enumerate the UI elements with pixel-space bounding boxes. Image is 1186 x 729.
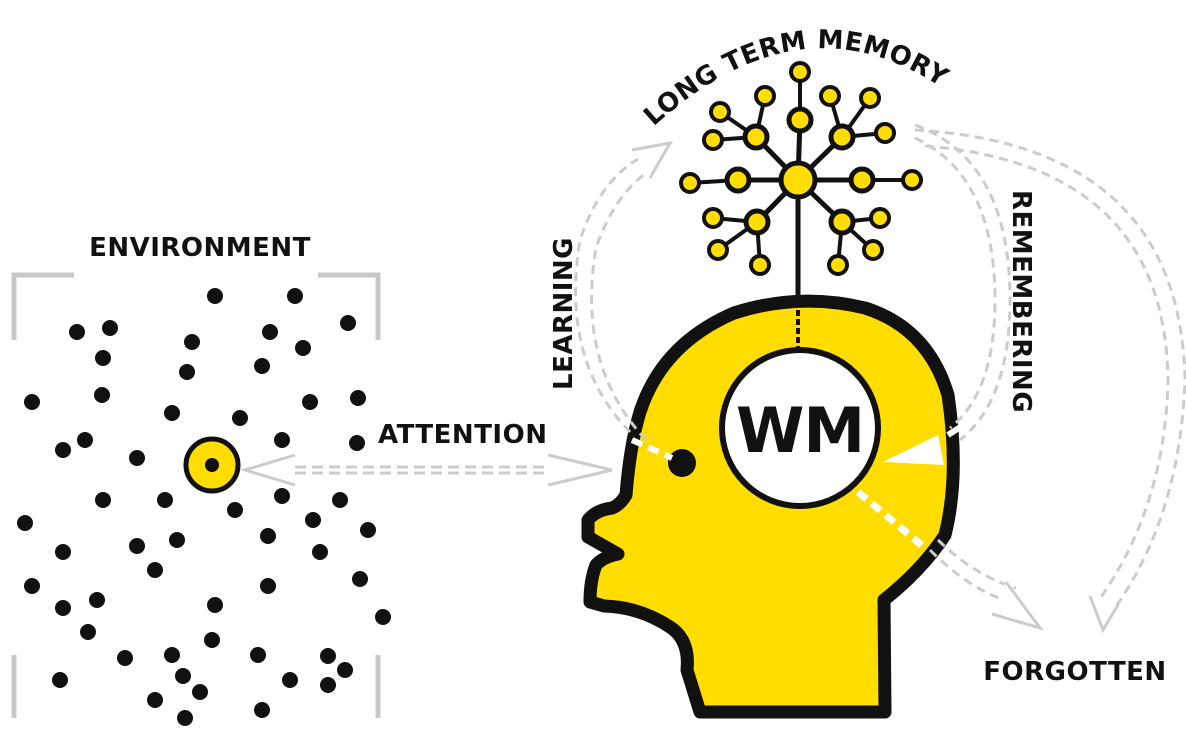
environment-dot — [254, 358, 270, 374]
remember-entry-dash — [946, 423, 964, 438]
recall-wedge — [883, 435, 944, 465]
environment-dot — [179, 364, 195, 380]
environment-dot — [55, 544, 71, 560]
environment-dot — [332, 492, 348, 508]
environment-dot — [232, 410, 248, 426]
environment-dot — [207, 597, 223, 613]
environment-dot — [24, 394, 40, 410]
environment-dot — [17, 515, 33, 531]
environment-dot — [349, 435, 365, 451]
environment-dots — [17, 288, 391, 726]
environment-dot — [350, 390, 366, 406]
learning-arrow — [574, 140, 673, 442]
environment-dot — [250, 647, 266, 663]
environment-dot — [320, 677, 336, 693]
environment-dot — [274, 488, 290, 504]
remembering-label: REMEMBERING — [1006, 190, 1036, 413]
environment-dot — [207, 288, 223, 304]
environment-dot — [157, 492, 173, 508]
environment-dot — [274, 432, 290, 448]
working-memory-circle — [719, 347, 881, 509]
environment-dot — [227, 502, 243, 518]
environment-dot — [129, 450, 145, 466]
environment-dot — [147, 562, 163, 578]
environment-dot — [169, 532, 185, 548]
environment-dot — [77, 432, 93, 448]
environment-dot — [147, 692, 163, 708]
environment-dot — [117, 650, 133, 666]
environment-dot — [55, 442, 71, 458]
environment-dot — [55, 600, 71, 616]
attention-entry-dash — [630, 437, 674, 461]
environment-dot — [352, 571, 368, 587]
environment-label: ENVIRONMENT — [89, 233, 311, 263]
environment-dot — [80, 624, 96, 640]
environment-dot — [320, 648, 336, 664]
environment-dot — [24, 578, 40, 594]
environment-dot — [287, 288, 303, 304]
environment-dot — [89, 592, 105, 608]
environment-dot — [340, 315, 356, 331]
attention-label: ATTENTION — [378, 420, 547, 450]
forgotten-label: FORGOTTEN — [983, 657, 1166, 687]
environment-dot — [260, 528, 276, 544]
environment-dot — [164, 405, 180, 421]
environment-dot — [95, 492, 111, 508]
learning-label: LEARNING — [549, 237, 579, 390]
environment-dot — [52, 672, 68, 688]
environment-dot — [302, 394, 318, 410]
environment-dot — [375, 609, 391, 625]
environment-dot — [95, 350, 111, 366]
neuron-tree-icon — [679, 61, 923, 295]
environment-dot — [102, 320, 118, 336]
environment-dot — [192, 684, 208, 700]
environment-dot — [175, 668, 191, 684]
environment-dot — [312, 544, 328, 560]
environment-dot — [360, 522, 376, 538]
attention-arrow — [239, 453, 613, 487]
environment-frame — [11, 272, 381, 718]
environment-dot — [305, 512, 321, 528]
environment-dot — [184, 334, 200, 350]
focused-dot-icon — [183, 436, 241, 494]
environment-dot — [295, 340, 311, 356]
environment-dot — [204, 632, 220, 648]
forgetting-arc-arrow — [914, 128, 1186, 634]
remembering-arrow — [914, 123, 1012, 442]
environment-dot — [94, 387, 110, 403]
environment-dot — [262, 324, 278, 340]
environment-dot — [254, 702, 270, 718]
decay-arrow — [928, 538, 1044, 631]
environment-dot — [129, 538, 145, 554]
environment-dot — [177, 710, 193, 726]
eye-icon — [668, 449, 696, 477]
working-memory-label: WM — [736, 394, 864, 467]
environment-dot — [69, 324, 85, 340]
environment-dot — [164, 647, 180, 663]
decay-dash — [855, 489, 928, 551]
environment-dot — [260, 578, 276, 594]
environment-dot — [337, 662, 353, 678]
environment-dot — [282, 672, 298, 688]
